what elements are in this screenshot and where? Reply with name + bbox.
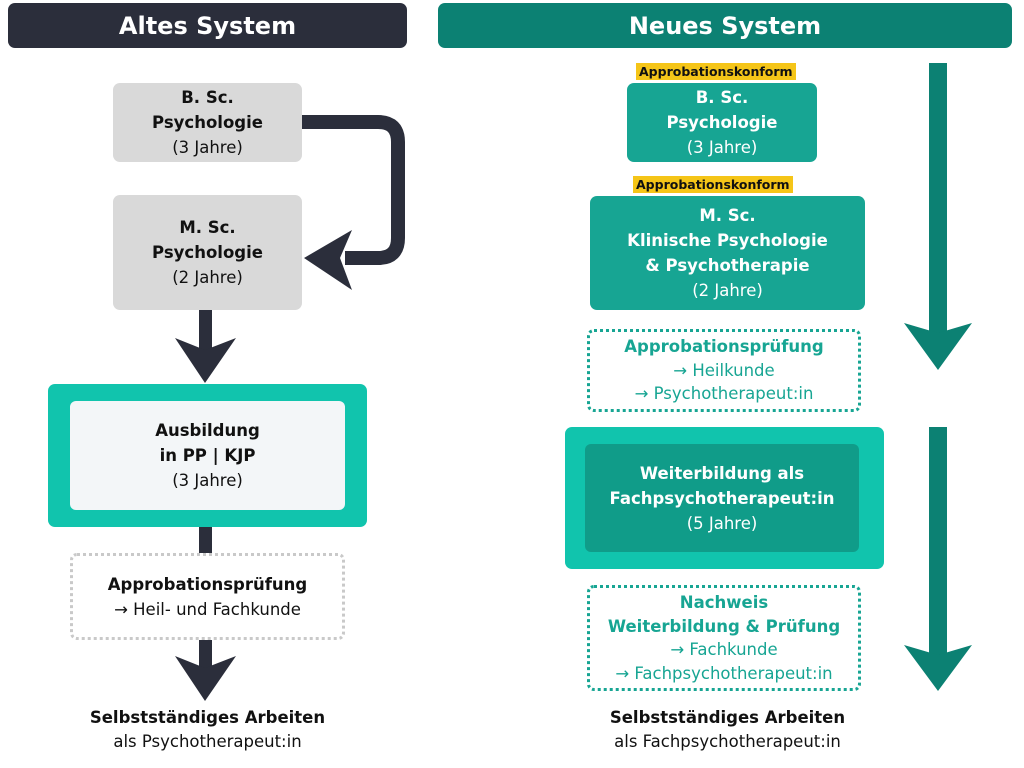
new-nachweis-subtitle: Weiterbildung & Prüfung bbox=[607, 616, 841, 636]
new-weiterbildung-title: Weiterbildung als bbox=[639, 463, 805, 483]
old-ausbildung-box: Ausbildung in PP | KJP (3 Jahre) bbox=[70, 401, 345, 510]
new-nachweis-line1: → Fachkunde bbox=[670, 640, 778, 659]
arrow-msc-to-ausbildung-shaft bbox=[199, 310, 212, 350]
old-msc-subject: Psychologie bbox=[152, 243, 263, 262]
arrow-msc-to-ausbildung-head bbox=[175, 338, 236, 383]
old-msc-duration: (2 Jahre) bbox=[172, 268, 243, 287]
new-pruefung-box: Approbationsprüfung → Heilkunde → Psycho… bbox=[587, 329, 861, 412]
new-nachweis-line2: → Fachpsychotherapeut:in bbox=[615, 663, 833, 683]
curved-arrow-bsc-to-msc bbox=[302, 115, 405, 265]
new-msc-title: M. Sc. bbox=[699, 206, 756, 225]
new-weiterbildung-subtitle: Fachpsychotherapeut:in bbox=[609, 488, 835, 508]
new-msc-box: M. Sc. Klinische Psychologie & Psychothe… bbox=[590, 196, 865, 310]
old-pruefung-box: Approbationsprüfung → Heil- und Fachkund… bbox=[70, 553, 345, 640]
old-ausbildung-subtitle: in PP | KJP bbox=[159, 446, 256, 465]
old-ausbildung-inner bbox=[70, 401, 345, 510]
old-bsc-duration: (3 Jahre) bbox=[172, 138, 243, 157]
old-bsc-box: B. Sc. Psychologie (3 Jahre) bbox=[113, 83, 302, 162]
header-new-system: Neues System bbox=[438, 3, 1012, 48]
badge-approbationskonform-bsc: Approbationskonform bbox=[636, 63, 796, 80]
new-msc-duration: (2 Jahre) bbox=[692, 281, 763, 300]
old-bsc-title: B. Sc. bbox=[181, 88, 234, 107]
new-final: Selbstständiges Arbeiten als Fachpsychot… bbox=[560, 706, 895, 754]
arrow-pruefung-to-final-shaft bbox=[199, 640, 212, 668]
new-bsc-subject: Psychologie bbox=[666, 113, 778, 132]
old-bsc-subject: Psychologie bbox=[152, 113, 263, 132]
new-msc-subject: Klinische Psychologie bbox=[627, 231, 828, 250]
header-old-system: Altes System bbox=[8, 3, 407, 48]
new-weiterbildung-duration: (5 Jahre) bbox=[686, 513, 758, 533]
old-msc-title: M. Sc. bbox=[179, 218, 236, 237]
old-pruefung-title: Approbationsprüfung bbox=[107, 574, 308, 594]
connector-ausbildung-to-pruefung bbox=[199, 525, 212, 553]
new-nachweis-title: Nachweis bbox=[679, 593, 769, 612]
arrow-pruefung-to-final-head bbox=[175, 656, 236, 701]
old-pruefung-line1: → Heil- und Fachkunde bbox=[114, 599, 301, 619]
new-weiterbildung-inner bbox=[585, 444, 859, 552]
new-final-subtitle: als Fachpsychotherapeut:in bbox=[614, 732, 841, 751]
old-ausbildung-title: Ausbildung bbox=[155, 421, 260, 440]
new-weiterbildung-box: Weiterbildung als Fachpsychotherapeut:in… bbox=[585, 444, 859, 552]
old-final-title: Selbstständiges Arbeiten bbox=[89, 708, 326, 727]
new-arrow-1-shaft bbox=[929, 63, 947, 333]
curved-arrow-head bbox=[304, 230, 352, 290]
old-ausbildung-duration: (3 Jahre) bbox=[172, 471, 243, 490]
new-final-title: Selbstständiges Arbeiten bbox=[609, 708, 846, 727]
new-arrow-2-head bbox=[904, 645, 972, 691]
old-msc-box: M. Sc. Psychologie (2 Jahre) bbox=[113, 195, 302, 310]
badge-approbationskonform-msc: Approbationskonform bbox=[633, 176, 793, 193]
new-bsc-title: B. Sc. bbox=[695, 88, 749, 107]
old-final-subtitle: als Psychotherapeut:in bbox=[113, 732, 302, 751]
new-arrow-2-shaft bbox=[929, 427, 947, 659]
new-msc-subject-2: & Psychotherapie bbox=[645, 256, 810, 275]
new-nachweis-box: Nachweis Weiterbildung & Prüfung → Fachk… bbox=[587, 585, 861, 691]
new-pruefung-line2: → Psychotherapeut:in bbox=[634, 384, 814, 404]
new-bsc-box: B. Sc. Psychologie (3 Jahre) bbox=[627, 83, 817, 162]
new-bsc-duration: (3 Jahre) bbox=[686, 138, 758, 157]
new-arrow-1-head bbox=[904, 323, 972, 370]
new-pruefung-title: Approbationsprüfung bbox=[624, 337, 824, 357]
old-final: Selbstständiges Arbeiten als Psychothera… bbox=[40, 706, 375, 754]
new-pruefung-line1: → Heilkunde bbox=[673, 360, 775, 380]
